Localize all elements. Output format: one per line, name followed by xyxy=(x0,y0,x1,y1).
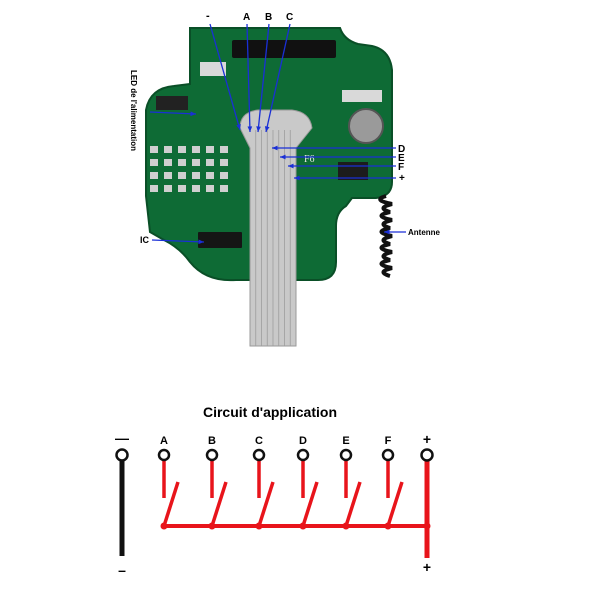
terminal-label: C xyxy=(255,435,263,447)
pcb-pad xyxy=(192,159,200,166)
terminal-label: A xyxy=(160,435,168,447)
pcb-pad xyxy=(164,159,172,166)
positive-bottom-label: + xyxy=(423,559,431,575)
switch-c: C xyxy=(252,435,275,530)
junction-dot xyxy=(160,522,168,530)
crystal-component xyxy=(348,108,384,144)
terminal-screw xyxy=(205,448,219,462)
pointer-arrow xyxy=(264,23,291,133)
pointer-arrow xyxy=(149,111,197,117)
label-f: F xyxy=(398,162,404,173)
pcb-pad xyxy=(164,185,172,192)
pointer-arrow xyxy=(272,145,396,151)
junction-dot xyxy=(208,522,216,530)
terminal-screw xyxy=(252,448,266,462)
pcb-pad xyxy=(206,146,214,153)
pointer-arrow xyxy=(384,229,406,235)
pcb-pad xyxy=(192,146,200,153)
terminal-label: B xyxy=(208,435,216,447)
negative-bottom-label: – xyxy=(118,562,126,578)
pointer-arrow xyxy=(280,154,396,160)
pcb-pad xyxy=(150,172,158,179)
pcb-pad xyxy=(150,146,158,153)
application-circuit: Circuit d'application — – + + A B C D E F xyxy=(115,404,434,578)
switch-f: F xyxy=(381,435,404,530)
pcb-pad xyxy=(206,159,214,166)
pcb-pad xyxy=(164,146,172,153)
pointer-arrow xyxy=(294,175,396,181)
label-e: E xyxy=(398,153,405,164)
label-antenna: Antenne xyxy=(408,228,441,237)
positive-terminal xyxy=(420,448,434,462)
junction-dot xyxy=(342,522,350,530)
junction-dot xyxy=(299,522,307,530)
switch-lever xyxy=(162,481,180,527)
switch-lever xyxy=(301,481,319,527)
pcb-pad xyxy=(220,146,228,153)
antenna-coil xyxy=(378,194,393,278)
switch-a: A xyxy=(157,435,180,530)
component-block xyxy=(338,162,368,180)
pcb-pad xyxy=(220,172,228,179)
pcb-pad xyxy=(206,172,214,179)
switch-lever xyxy=(257,481,275,527)
led-component xyxy=(156,96,188,110)
terminal-screw xyxy=(339,448,353,462)
switch-lever xyxy=(344,481,362,527)
pcb-pad xyxy=(220,159,228,166)
pcb-pad xyxy=(178,146,186,153)
label-ic: IC xyxy=(140,235,150,245)
junction-dot xyxy=(423,522,431,530)
ribbon-cable xyxy=(239,109,313,347)
pcb-pad xyxy=(192,172,200,179)
terminal-label: F xyxy=(385,435,392,447)
pointer-arrow xyxy=(209,23,241,131)
pcb-pad xyxy=(178,159,186,166)
pointer-arrow xyxy=(256,23,270,133)
switch-lever xyxy=(386,481,404,527)
pointer-arrow xyxy=(151,239,205,245)
pcb-pad xyxy=(220,185,228,192)
switch-e: E xyxy=(339,435,362,530)
positive-top-label: + xyxy=(423,431,431,447)
label-b: B xyxy=(265,12,272,23)
label-c: C xyxy=(286,12,293,23)
label-led: LED de l'alimentation xyxy=(129,70,138,151)
terminal-screw xyxy=(381,448,395,462)
junction-dot xyxy=(384,522,392,530)
terminal-label: E xyxy=(342,435,349,447)
junction-dot xyxy=(255,522,263,530)
chip-marking: F6 xyxy=(304,154,315,165)
pointer-arrow xyxy=(246,23,253,133)
circuit-title: Circuit d'application xyxy=(203,404,337,420)
label-a: A xyxy=(243,12,250,23)
pcb-pad xyxy=(150,159,158,166)
label-d: D xyxy=(398,144,405,155)
terminal-label: D xyxy=(299,435,307,447)
ic-chip xyxy=(198,232,242,248)
pcb-board: F6 - A B C D E F + LED de l'alimentation… xyxy=(129,10,441,347)
switch-d: D xyxy=(296,435,319,530)
pointer-arrow xyxy=(288,163,396,169)
pcb-pad xyxy=(178,172,186,179)
negative-top-label: — xyxy=(115,430,129,446)
switch-lever xyxy=(210,481,228,527)
pcb-pad xyxy=(206,185,214,192)
terminal-screw xyxy=(157,448,171,462)
pcb-pad xyxy=(178,185,186,192)
negative-terminal xyxy=(115,448,129,462)
switch-b: B xyxy=(205,435,228,530)
component-block xyxy=(342,90,382,102)
pcb-pad xyxy=(150,185,158,192)
label-minus: - xyxy=(206,10,210,22)
component-block xyxy=(200,62,226,76)
terminal-screw xyxy=(296,448,310,462)
label-plus: + xyxy=(399,173,405,184)
pcb-pad xyxy=(164,172,172,179)
pcb-pad xyxy=(192,185,200,192)
